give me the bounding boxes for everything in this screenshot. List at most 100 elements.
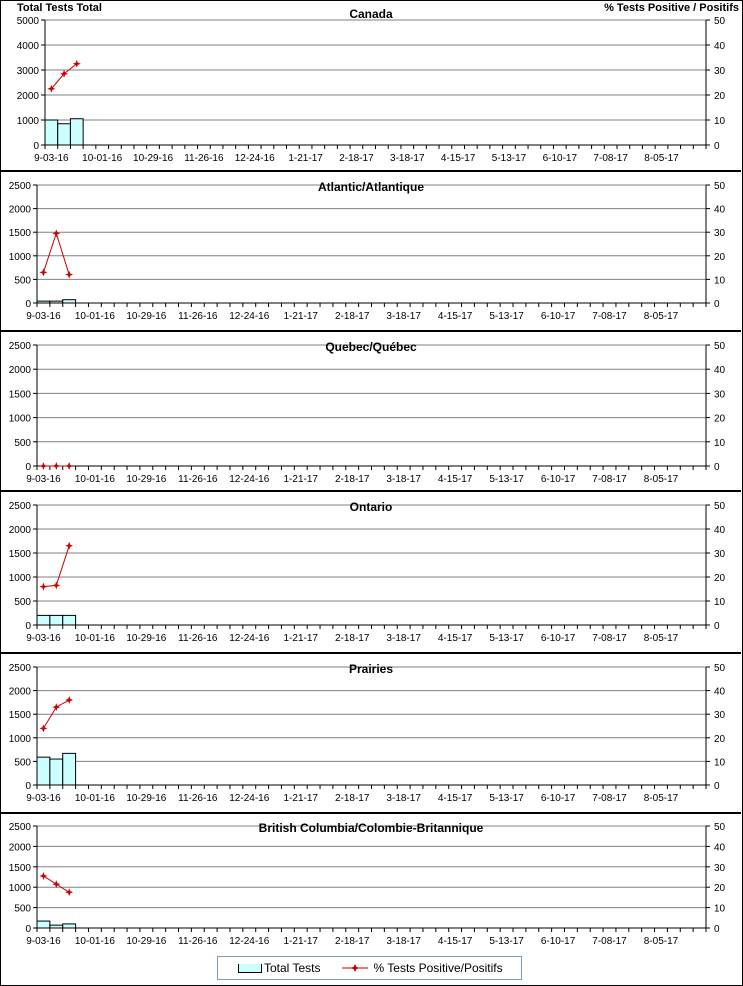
- x-tick-label: 11-26-16: [178, 474, 218, 485]
- series-line: [43, 545, 70, 588]
- bar: [57, 123, 71, 146]
- line-point: [65, 888, 74, 897]
- x-tick-label: 11-26-16: [178, 633, 218, 644]
- chart-title: Quebec/Québec: [325, 340, 417, 354]
- y2-tick-label: 50: [714, 181, 726, 192]
- y-tick-label: 2500: [9, 341, 32, 352]
- y2-tick-label: 0: [714, 781, 720, 792]
- x-tick-label: 10-29-16: [126, 474, 166, 485]
- x-tick-label: 6-10-17: [541, 936, 576, 947]
- y-tick-label: 1000: [9, 414, 32, 425]
- legend-item-total-tests: Total Tests: [238, 961, 320, 975]
- x-tick-label: 6-10-17: [541, 311, 576, 322]
- x-tick-label: 5-13-17: [492, 153, 527, 164]
- y-tick-label: 2000: [9, 842, 32, 853]
- x-tick-label: 10-29-16: [126, 633, 166, 644]
- x-tick-label: 6-10-17: [541, 474, 576, 485]
- line-point: [39, 871, 48, 880]
- y2-tick-label: 0: [714, 924, 720, 935]
- y2-tick-label: 0: [714, 299, 720, 310]
- x-tick-label: 9-03-16: [26, 793, 61, 804]
- line-point: [65, 541, 74, 550]
- x-tick-label: 9-03-16: [26, 936, 61, 947]
- x-tick-label: 8-05-17: [644, 474, 679, 485]
- line-point: [65, 696, 74, 705]
- x-tick-label: 2-18-17: [335, 936, 370, 947]
- x-tick-label: 5-13-17: [489, 793, 524, 804]
- y2-tick-label: 20: [714, 573, 726, 584]
- x-tick-label: 3-18-17: [386, 633, 421, 644]
- y2-tick-label: 10: [714, 275, 726, 286]
- x-tick-label: 1-21-17: [284, 936, 319, 947]
- x-tick-label: 3-18-17: [386, 474, 421, 485]
- y2-tick-label: 0: [714, 621, 720, 632]
- bar: [44, 119, 59, 146]
- y2-tick-label: 20: [714, 252, 726, 263]
- y-tick-label: 4000: [17, 41, 40, 52]
- x-tick-label: 2-18-17: [335, 474, 370, 485]
- y2-tick-label: 40: [714, 842, 726, 853]
- x-tick-label: 10-01-16: [75, 311, 115, 322]
- y-tick-label: 1000: [9, 252, 32, 263]
- x-tick-label: 2-18-17: [335, 793, 370, 804]
- y-tick-label: 2000: [9, 205, 32, 216]
- y-tick-label: 2000: [9, 687, 32, 698]
- bar: [36, 614, 51, 626]
- y-tick-label: 1000: [9, 573, 32, 584]
- bar: [62, 614, 77, 626]
- y2-tick-label: 10: [714, 438, 726, 449]
- x-tick-label: 5-13-17: [489, 311, 524, 322]
- y2-tick-label: 10: [714, 116, 726, 127]
- y2-tick-label: 50: [714, 16, 726, 27]
- y-tick-label: 1000: [9, 734, 32, 745]
- left-axis-title: Total Tests Total: [17, 2, 102, 14]
- x-tick-label: 10-01-16: [75, 793, 115, 804]
- chart-title: Ontario: [350, 500, 393, 514]
- x-tick-label: 1-21-17: [284, 474, 319, 485]
- y2-tick-label: 30: [714, 228, 726, 239]
- y-tick-label: 5000: [17, 16, 40, 27]
- x-tick-label: 10-29-16: [133, 153, 173, 164]
- y-tick-label: 2500: [9, 181, 32, 192]
- x-tick-label: 7-08-17: [592, 793, 627, 804]
- y2-tick-label: 10: [714, 904, 726, 915]
- x-tick-label: 8-05-17: [644, 633, 679, 644]
- x-tick-label: 11-26-16: [184, 153, 224, 164]
- y-tick-label: 0: [25, 621, 31, 632]
- x-tick-label: 6-10-17: [541, 633, 576, 644]
- x-tick-label: 11-26-16: [178, 936, 218, 947]
- bar: [36, 920, 51, 929]
- y2-tick-label: 20: [714, 91, 726, 102]
- y-tick-label: 1500: [9, 710, 32, 721]
- x-tick-label: 4-15-17: [438, 633, 473, 644]
- y-tick-label: 500: [14, 757, 31, 768]
- chart-title: British Columbia/Colombie-Britannique: [259, 821, 484, 835]
- chart-title: Atlantic/Atlantique: [318, 180, 424, 194]
- legend: Total Tests % Tests Positive/Positifs: [217, 956, 522, 980]
- y-tick-label: 500: [14, 275, 31, 286]
- x-tick-label: 12-24-16: [229, 793, 269, 804]
- y-tick-label: 1500: [9, 549, 32, 560]
- y-tick-label: 0: [25, 299, 31, 310]
- x-tick-label: 4-15-17: [438, 311, 473, 322]
- chart-title: Prairies: [349, 662, 393, 676]
- line-point: [39, 724, 48, 733]
- chart-title: Canada: [349, 7, 393, 21]
- x-tick-label: 3-18-17: [386, 311, 421, 322]
- y-tick-label: 0: [25, 462, 31, 473]
- y2-tick-label: 40: [714, 687, 726, 698]
- y2-tick-label: 30: [714, 66, 726, 77]
- x-tick-label: 12-24-16: [235, 153, 275, 164]
- y-tick-label: 1500: [9, 228, 32, 239]
- line-point: [52, 581, 61, 590]
- y2-tick-label: 50: [714, 341, 726, 352]
- x-tick-label: 3-18-17: [386, 793, 421, 804]
- y-tick-label: 0: [25, 781, 31, 792]
- y2-tick-label: 40: [714, 525, 726, 536]
- y-tick-label: 2500: [9, 822, 32, 833]
- x-tick-label: 8-05-17: [644, 311, 679, 322]
